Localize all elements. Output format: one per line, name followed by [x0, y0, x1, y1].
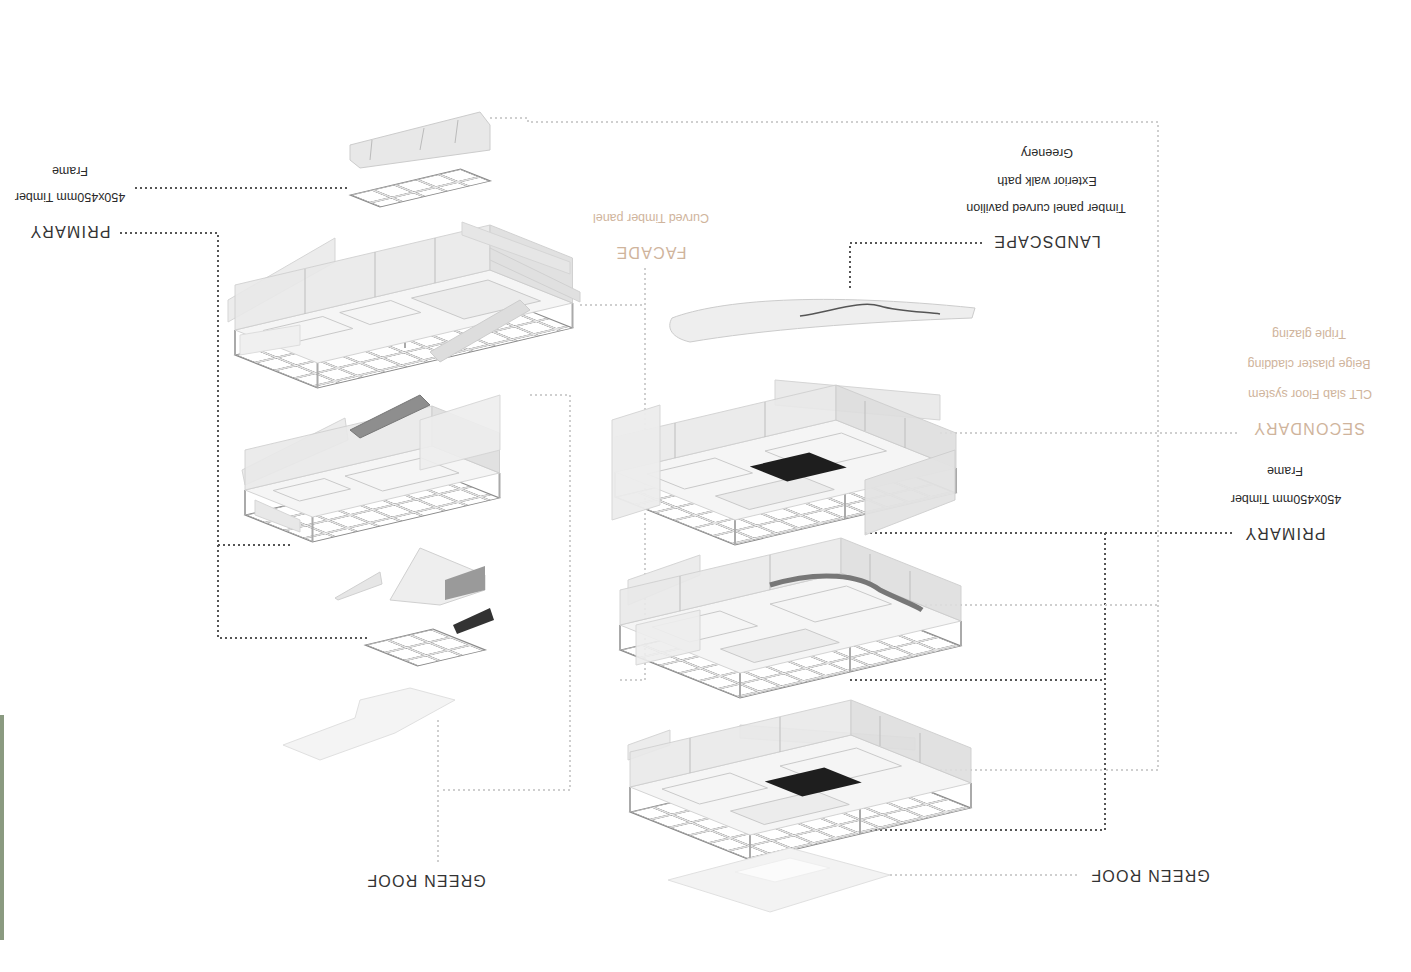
edge-photo-strip [0, 715, 4, 940]
callout-label: Exterior walk path [995, 173, 1098, 188]
heading-label: FACADE [613, 242, 688, 261]
heading-label: GREEN ROOF [1088, 865, 1212, 884]
green-roof-plate [668, 848, 890, 912]
callout-label: Curved Timber panel [591, 210, 711, 225]
heading-label: PRIMARY [1242, 523, 1327, 542]
right-floor-1 [612, 380, 956, 545]
heading-label: GREEN ROOF [364, 870, 488, 889]
callout-label: Frame [1265, 463, 1305, 478]
right-floor-2 [620, 538, 961, 698]
heading-label: PRIMARY [27, 221, 112, 240]
landscape-pavilion [670, 299, 975, 342]
green-roof-plate [283, 688, 455, 760]
callout-label: Beige plaster cladding [1246, 356, 1373, 371]
left-floor-1 [228, 222, 580, 388]
callout-label: Timber panel curved pavilion [964, 200, 1127, 215]
leader-lines [120, 188, 1235, 830]
left-floor-2 [242, 395, 500, 542]
callout-label: 450x450mm Timber [1229, 491, 1343, 506]
left-top-block [350, 112, 491, 207]
left-small-pieces [335, 548, 494, 666]
callout-label: CLT slab Floor system [1246, 386, 1374, 401]
callout-label: Triple glazing [1270, 326, 1348, 341]
right-floor-3 [628, 700, 971, 860]
leader-lines-light [438, 118, 1240, 875]
heading-label: LANDSCAPE [991, 231, 1103, 250]
heading-label: SECONDARY [1251, 418, 1367, 437]
callout-label: Frame [50, 163, 90, 178]
callout-label: Greenery [1019, 145, 1075, 160]
callout-label: 450x450mm Timber [13, 189, 127, 204]
